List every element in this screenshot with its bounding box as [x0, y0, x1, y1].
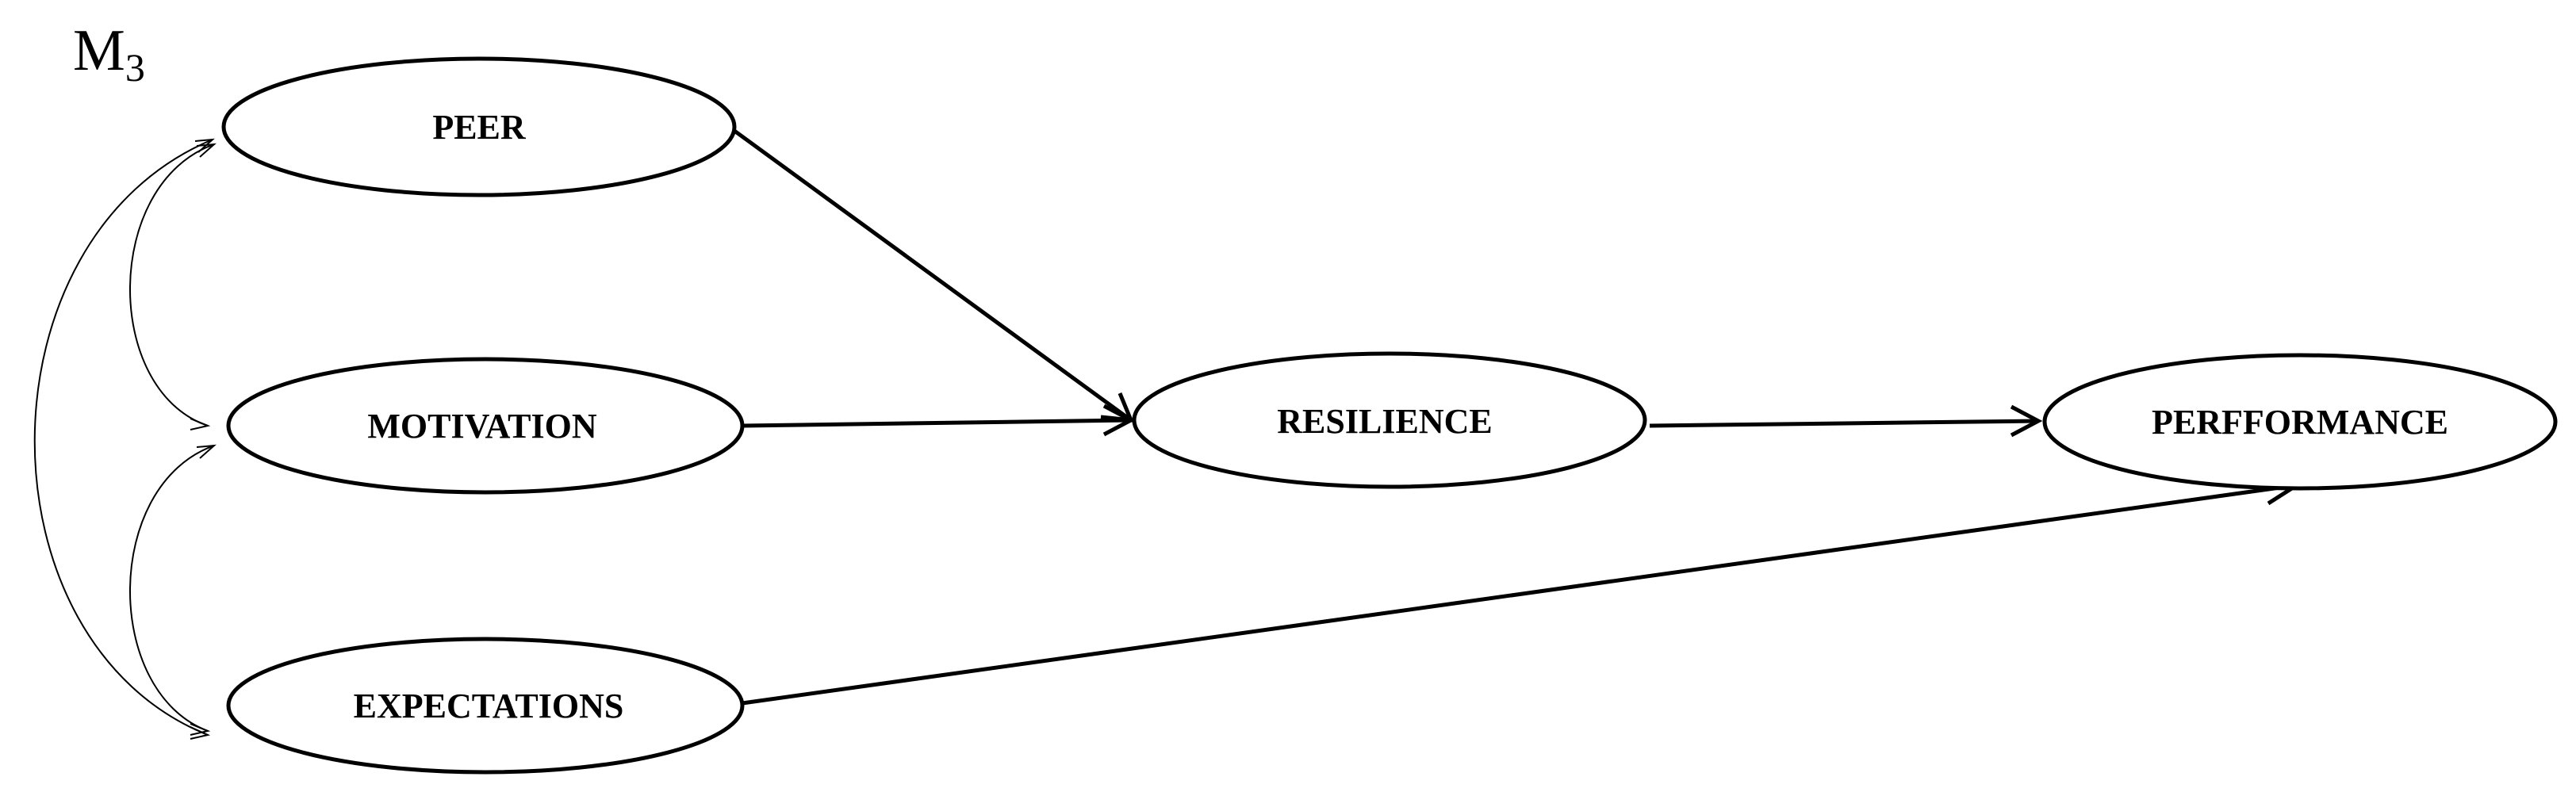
- path-resilience-to-performance: [1649, 419, 2039, 428]
- node-performance: PERFFORMANCE: [2042, 353, 2558, 491]
- covariance-peer-motivation: [129, 143, 215, 427]
- node-peer-label: PEER: [432, 108, 527, 147]
- model-label-main: M: [73, 18, 125, 83]
- covariance-arrowhead-peer-top: [196, 143, 217, 158]
- path-motivation-to-resilience: [742, 418, 1132, 428]
- node-resilience-ellipse: [1132, 351, 1647, 489]
- covariance-motivation-expectations: [129, 445, 215, 732]
- model-label-subscript: 3: [125, 45, 145, 90]
- node-motivation: MOTIVATION: [226, 357, 745, 495]
- node-peer-ellipse: [221, 56, 737, 197]
- arrowhead-resilience-performance: [2010, 404, 2043, 438]
- covariance-arrowhead-expectations-bottom: [190, 723, 211, 736]
- node-resilience: RESILIENCE: [1132, 351, 1647, 489]
- node-resilience-label: RESILIENCE: [1277, 402, 1492, 441]
- covariance-arrowhead-motivation-top: [196, 444, 217, 459]
- node-expectations-label: EXPECTATIONS: [354, 687, 624, 725]
- covariance-arrowhead-expectations-outer: [190, 726, 211, 740]
- node-expectations-ellipse: [226, 637, 745, 775]
- node-motivation-label: MOTIVATION: [367, 407, 597, 446]
- node-expectations: EXPECTATIONS: [226, 637, 745, 775]
- covariance-arrowhead-peer-outer: [194, 138, 215, 153]
- covariance-arcs: [33, 138, 217, 740]
- path-expectations-to-performance: [742, 483, 2298, 706]
- covariance-arrowhead-motivation-bottom: [190, 418, 211, 430]
- node-peer: PEER: [221, 56, 737, 197]
- path-peer-to-resilience: [733, 128, 1133, 423]
- node-performance-ellipse: [2042, 353, 2558, 491]
- node-motivation-ellipse: [226, 357, 745, 495]
- node-performance-label: PERFFORMANCE: [2152, 403, 2448, 442]
- arrowhead-motivation-resilience: [1102, 404, 1136, 437]
- covariance-peer-expectations: [33, 139, 213, 736]
- model-label: M3: [73, 18, 145, 90]
